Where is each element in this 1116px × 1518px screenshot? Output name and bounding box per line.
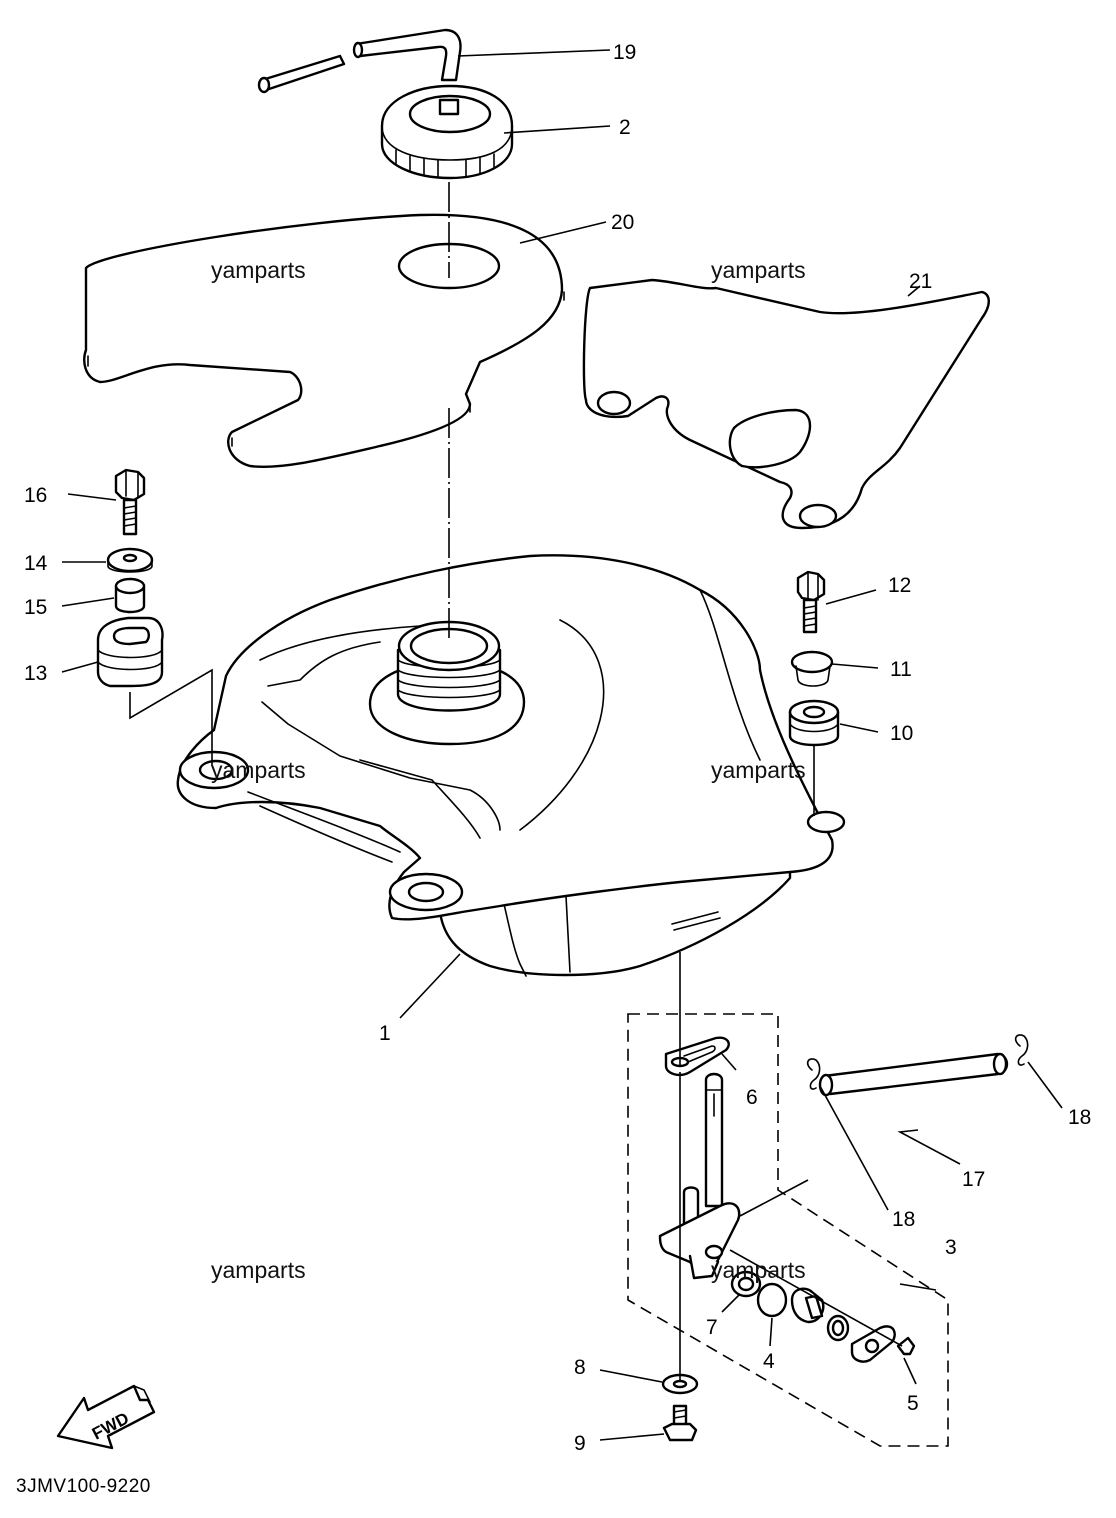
- washer-part-8: [661, 1373, 699, 1395]
- axis-lever: [729, 1249, 903, 1347]
- callout-14: 14: [24, 552, 48, 575]
- callout-21: 21: [909, 270, 932, 293]
- packing-part-4: [756, 1282, 788, 1318]
- callout-1: 1: [379, 1022, 391, 1045]
- gasket-plate-part-21: [582, 278, 990, 530]
- callout-12: 12: [888, 574, 911, 597]
- leader-lines: [61, 49, 1063, 1441]
- callout-3: 3: [945, 1236, 957, 1259]
- callout-11: 11: [890, 658, 912, 681]
- callout-15: 15: [24, 596, 47, 619]
- callout-6: 6: [746, 1086, 758, 1109]
- callout-7: 7: [706, 1316, 718, 1339]
- collar-part-15: [114, 577, 146, 614]
- fuel-cap-part-2: [380, 84, 514, 180]
- breather-hose-part-19: [257, 28, 462, 94]
- callout-5: 5: [907, 1392, 919, 1415]
- clip-part-18-lower: [806, 1058, 821, 1090]
- collar-part-11: [790, 650, 834, 687]
- callout-10: 10: [890, 722, 913, 745]
- watermark-3: yamparts: [211, 757, 306, 783]
- grommet-part-10: [788, 699, 840, 747]
- lever-part: [790, 1287, 850, 1342]
- callout-8: 8: [574, 1356, 586, 1379]
- fuel-hose-part-17: [818, 1052, 1009, 1097]
- callout-9: 9: [574, 1432, 586, 1455]
- fuel-cock-assembly-part-3: [658, 1072, 741, 1280]
- watermark-4: yamparts: [711, 757, 806, 783]
- callout-13: 13: [24, 662, 47, 685]
- watermark-2: yamparts: [711, 257, 806, 283]
- fuel-tank-part-1: [176, 554, 846, 977]
- washer-part-14: [106, 547, 154, 573]
- callout-18-lower: 18: [892, 1208, 915, 1231]
- watermark-5: yamparts: [211, 1257, 306, 1283]
- callout-16: 16: [24, 484, 47, 507]
- clip-part-18-upper: [1014, 1034, 1029, 1066]
- plate-part-5: [850, 1325, 916, 1363]
- assembly-boundary-3: [627, 1013, 949, 1447]
- callout-19: 19: [613, 41, 636, 64]
- callout-20: 20: [611, 211, 634, 234]
- callout-4: 4: [763, 1350, 775, 1373]
- axis-mount-left: [129, 668, 213, 766]
- diagram-code: 3JMV100-9220: [16, 1476, 151, 1497]
- o-ring-part-7: [730, 1270, 762, 1298]
- grommet-part-13: [96, 616, 164, 688]
- fwd-arrow-icon: FWD: [56, 1384, 156, 1450]
- callout-17: 17: [962, 1168, 985, 1191]
- gasket-part-6: [664, 1036, 730, 1077]
- watermark-6: yamparts: [711, 1257, 806, 1283]
- drain-screw-part-9: [662, 1404, 698, 1442]
- axis-hose: [739, 1179, 809, 1217]
- callout-2: 2: [619, 116, 631, 139]
- bolt-part-16: [114, 468, 146, 536]
- seat-pad-part-20: [83, 213, 565, 469]
- bolt-part-12: [796, 570, 826, 634]
- callout-18-upper: 18: [1068, 1106, 1091, 1129]
- watermark-1: yamparts: [211, 257, 306, 283]
